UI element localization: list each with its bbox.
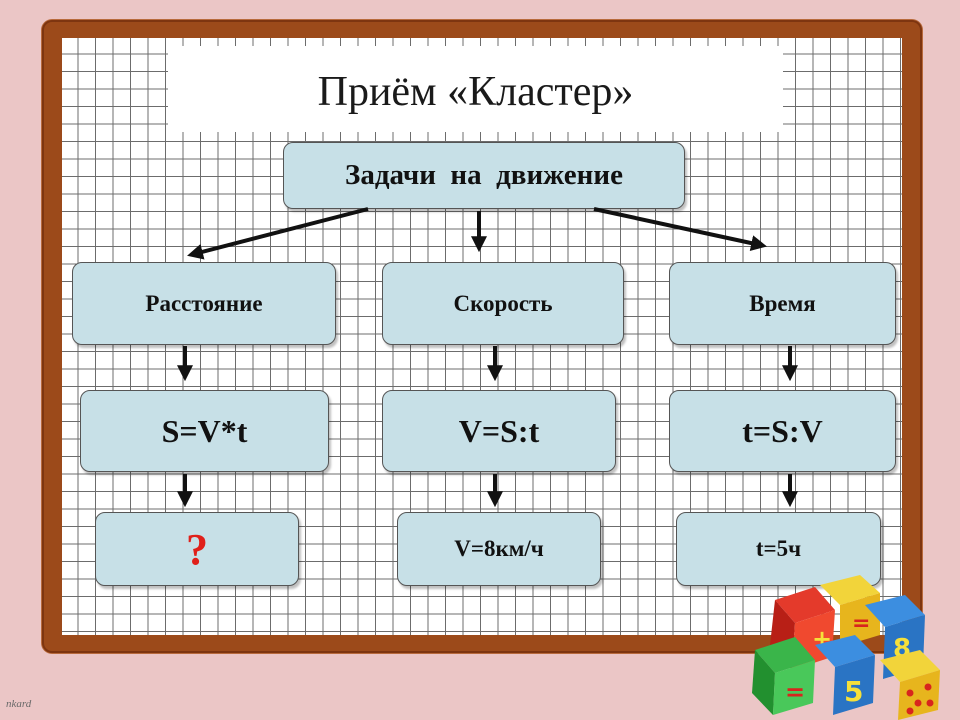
category-distance: Расстояние	[72, 262, 336, 345]
formula-distance: S=V*t	[80, 390, 329, 472]
svg-text:=: =	[852, 611, 870, 636]
number-cubes-icon: + = 8 = 5	[752, 575, 940, 720]
formula-time: t=S:V	[669, 390, 896, 472]
value-distance: ?	[95, 512, 299, 586]
value-speed: V=8км/ч	[397, 512, 601, 586]
value-time: t=5ч	[676, 512, 881, 586]
title-band	[168, 46, 783, 132]
svg-text:=: =	[785, 678, 805, 706]
root-node: Задачи на движение	[283, 142, 685, 209]
formula-speed: V=S:t	[382, 390, 616, 472]
page-title: Приём «Кластер»	[317, 69, 634, 115]
credit-text: nkard	[6, 698, 32, 710]
category-time: Время	[669, 262, 896, 345]
svg-text:5: 5	[844, 675, 863, 708]
category-speed: Скорость	[382, 262, 624, 345]
